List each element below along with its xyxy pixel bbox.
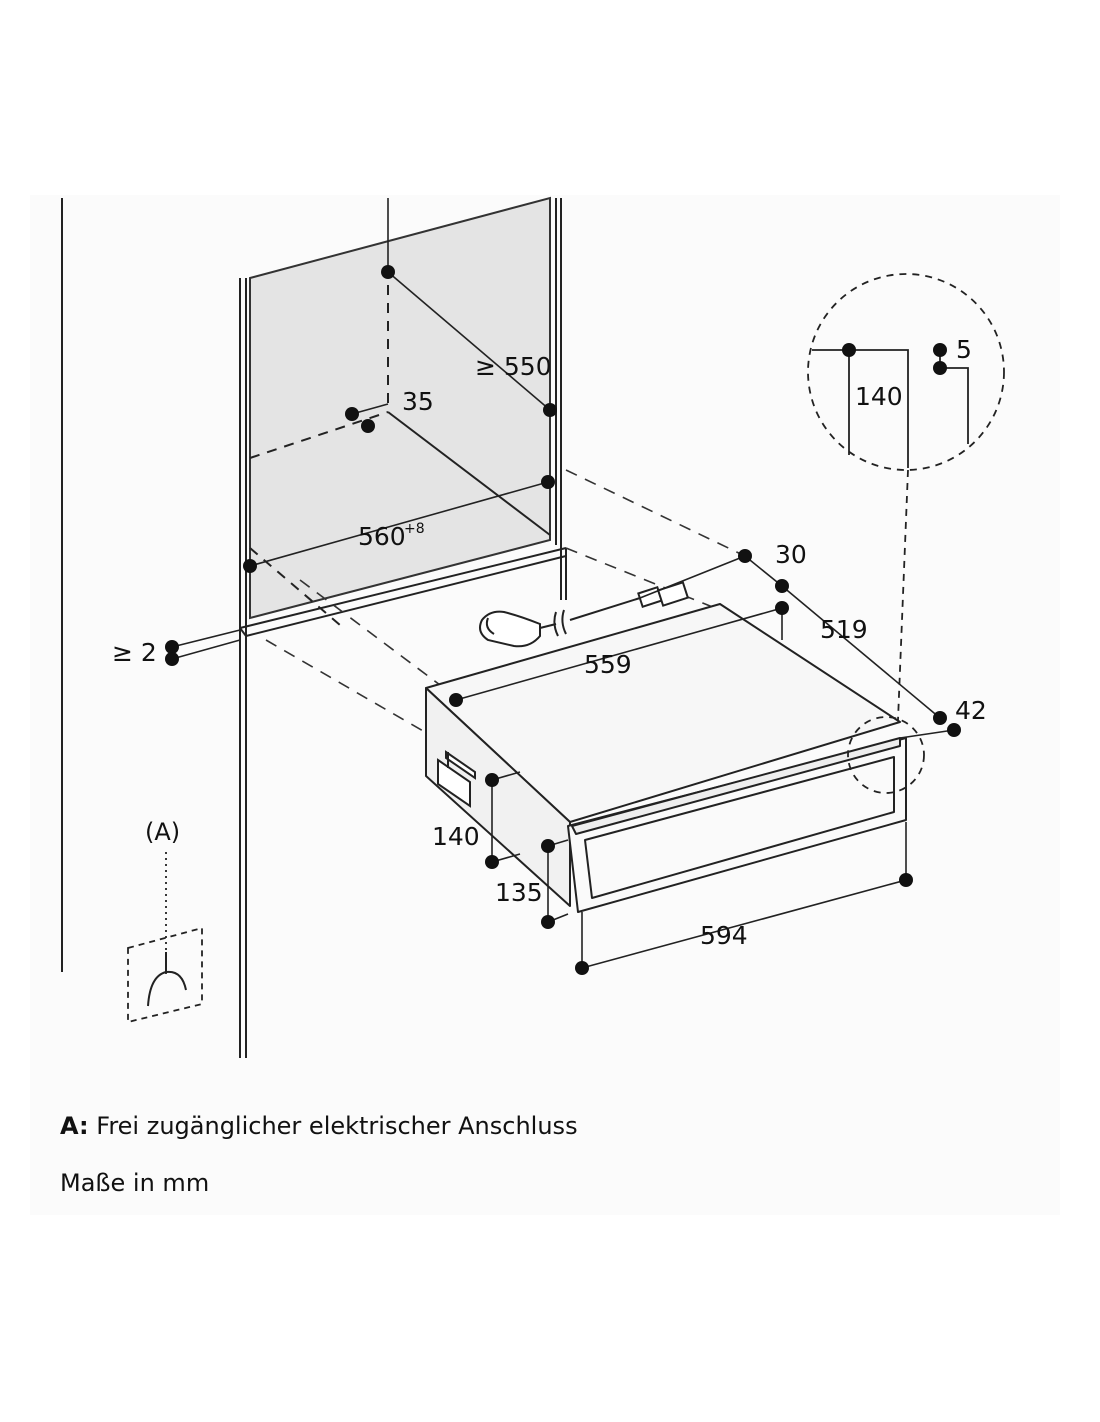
niche-dimension-lines — [171, 198, 551, 660]
label-detail-offset: 5 — [956, 335, 972, 364]
device — [425, 603, 907, 913]
label-device-inner-width: 559 — [584, 650, 632, 679]
label-niche-width-tolerance: +8 — [404, 521, 425, 537]
legend-units: Maße in mm — [60, 1169, 210, 1197]
legend-a-key: A: — [60, 1112, 89, 1140]
label-gap-bottom: ≥ 2 — [112, 638, 157, 667]
label-device-height-body: 140 — [432, 822, 480, 851]
label-device-height-front: 135 — [495, 878, 543, 907]
detail-circle-small — [847, 716, 925, 794]
cabinet-outline — [61, 198, 567, 1058]
device-handle-bezel — [571, 737, 901, 835]
label-device-depth: 519 — [820, 615, 868, 644]
dimension-dots — [165, 265, 961, 975]
label-niche-offset: 35 — [402, 387, 434, 416]
device-dimension-lines — [455, 555, 955, 969]
label-device-width: 594 — [700, 921, 748, 950]
device-side — [425, 687, 571, 907]
label-cable-clearance: 30 — [775, 540, 807, 569]
label-niche-depth: ≥ 550 — [475, 352, 552, 381]
device-front-inner — [584, 756, 895, 899]
socket-symbol-icon — [147, 952, 187, 1007]
niche-floor-edge — [387, 411, 551, 536]
niche-dashed-lines — [249, 285, 389, 626]
label-detail-height: 140 — [855, 382, 903, 411]
alignment-dashed-lines — [265, 469, 746, 736]
label-front-overhang: 42 — [955, 696, 987, 725]
detail-callout — [807, 273, 1005, 794]
niche-back-panel — [249, 196, 551, 620]
legend-a-text: Frei zugänglicher elektrischer Anschluss — [96, 1112, 578, 1140]
side-bracket — [437, 750, 476, 808]
label-callout-a: (A) — [145, 818, 180, 846]
legend-connection-note: A: Frei zugänglicher elektrischer Anschl… — [60, 1111, 578, 1141]
detail-circle-large — [807, 273, 1005, 471]
label-niche-width: 560 — [358, 522, 406, 551]
schuko-plug-icon — [479, 610, 541, 648]
connection-box — [127, 852, 203, 1024]
